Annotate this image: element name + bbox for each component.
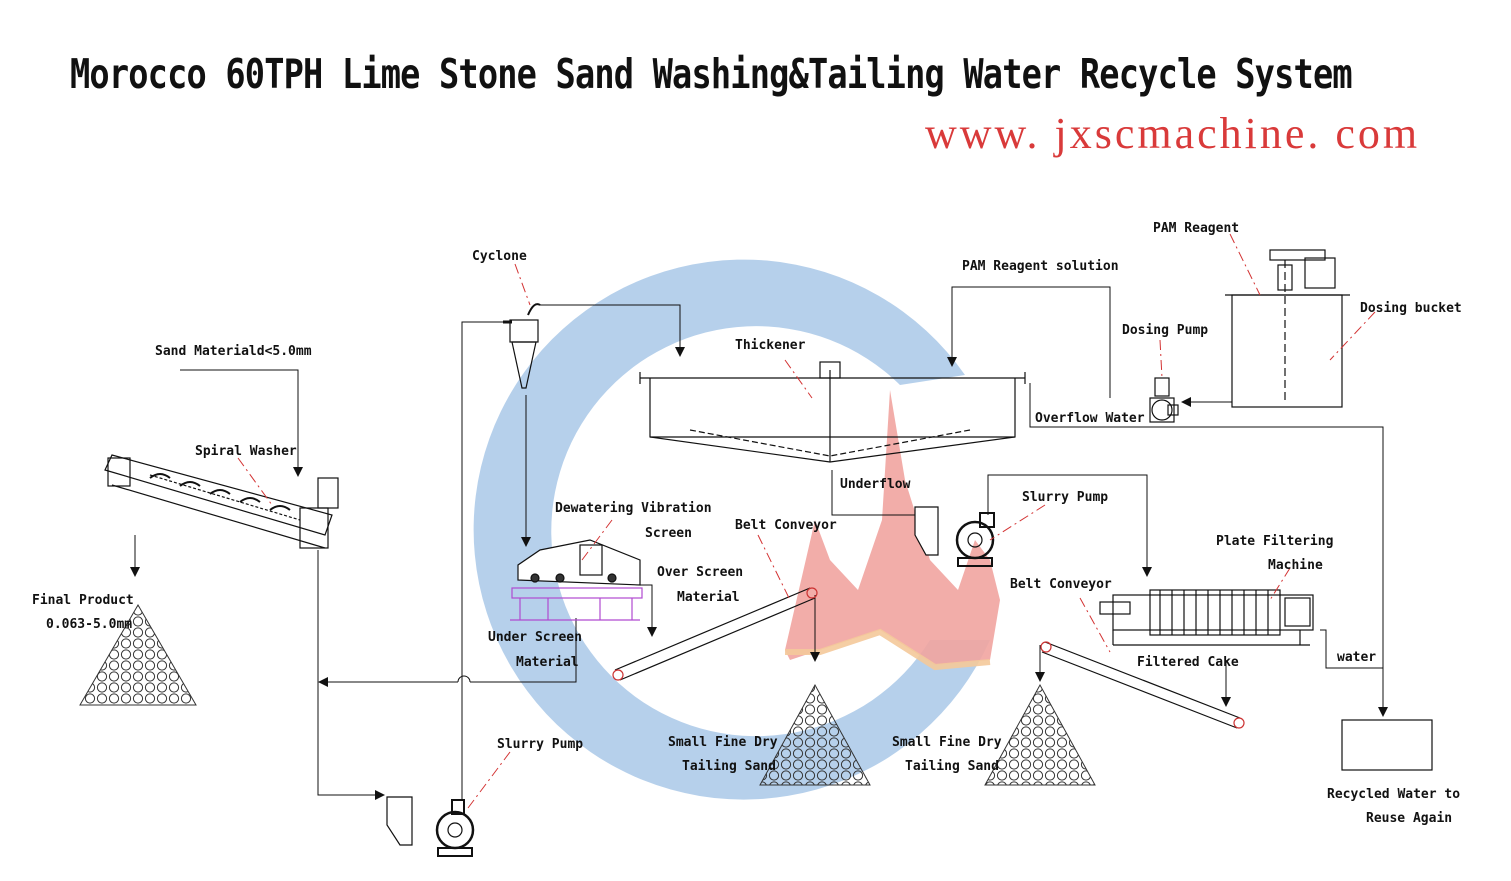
label-spiral-washer: Spiral Washer	[195, 444, 297, 459]
label-pam-solution: PAM Reagent solution	[962, 259, 1119, 274]
company-logo	[473, 259, 1000, 800]
label-overflow-water: Overflow Water	[1035, 411, 1145, 426]
logo-blue-arc	[473, 259, 990, 800]
slurry-pump-mid	[955, 512, 995, 567]
equipment	[104, 249, 1433, 857]
label-slurry-pump-bottom: Slurry Pump	[497, 737, 583, 752]
label-under-screen-1: Under Screen	[488, 630, 582, 645]
cyclone	[503, 303, 541, 389]
label-filtered-cake: Filtered Cake	[1137, 655, 1239, 670]
pile-tailing-2	[984, 683, 1096, 786]
label-over-screen-1: Over Screen	[657, 565, 743, 580]
label-water: water	[1337, 650, 1376, 665]
label-slurry-pump-mid: Slurry Pump	[1022, 490, 1108, 505]
sump-box-bottom	[386, 796, 413, 846]
sump-box-mid	[914, 506, 939, 556]
dosing-pump	[1149, 377, 1179, 423]
label-pam-reagent: PAM Reagent	[1153, 221, 1239, 236]
label-small-fine-2a: Small Fine Dry	[892, 735, 1002, 750]
label-plate-filter-2: Machine	[1268, 558, 1323, 573]
label-sand-material: Sand Materiald<5.0mm	[155, 344, 312, 359]
label-over-screen-2: Material	[677, 590, 740, 605]
pile-final-product	[79, 604, 197, 706]
spiral-washer	[104, 454, 339, 549]
label-plate-filter-1: Plate Filtering	[1216, 534, 1333, 549]
flow-lines	[130, 286, 1388, 800]
pile-tailing-1	[759, 683, 871, 786]
recycled-water-tank	[1341, 719, 1433, 771]
logo-red-peaks	[785, 390, 1000, 665]
label-belt-conveyor-2: Belt Conveyor	[1010, 577, 1112, 592]
website-url: www. jxscmachine. com	[925, 109, 1421, 158]
slurry-pump-bottom	[435, 799, 475, 857]
label-underflow: Underflow	[840, 477, 911, 492]
label-under-screen-2: Material	[516, 655, 579, 670]
label-dewatering-screen-1: Dewatering Vibration	[555, 501, 712, 516]
sand-piles	[79, 604, 1096, 786]
label-dosing-bucket: Dosing bucket	[1360, 301, 1462, 316]
label-dewatering-screen-2: Screen	[645, 526, 692, 541]
label-recycled-water-2: Reuse Again	[1366, 811, 1452, 826]
label-small-fine-1b: Tailing Sand	[682, 759, 776, 774]
thickener	[639, 361, 1026, 463]
belt-conveyor-1	[612, 587, 818, 681]
label-dosing-pump: Dosing Pump	[1122, 323, 1208, 338]
label-small-fine-1a: Small Fine Dry	[668, 735, 778, 750]
dosing-bucket	[1225, 249, 1350, 408]
label-belt-conveyor-1: Belt Conveyor	[735, 518, 837, 533]
belt-conveyor-2	[1040, 641, 1245, 729]
label-small-fine-2b: Tailing Sand	[905, 759, 999, 774]
label-final-product: Final Product	[32, 593, 134, 608]
labels: Sand Materiald<5.0mm Spiral Washer Final…	[32, 221, 1462, 826]
diagram-title: Morocco 60TPH Lime Stone Sand Washing&Ta…	[70, 50, 1353, 98]
dewatering-screen	[510, 539, 643, 621]
label-final-product-size: 0.063-5.0mm	[46, 617, 132, 632]
leader-lines	[237, 233, 1376, 809]
plate-filter-press	[1099, 589, 1314, 646]
label-recycled-water-1: Recycled Water to	[1327, 787, 1460, 802]
label-thickener: Thickener	[735, 338, 806, 353]
label-cyclone: Cyclone	[472, 249, 527, 264]
